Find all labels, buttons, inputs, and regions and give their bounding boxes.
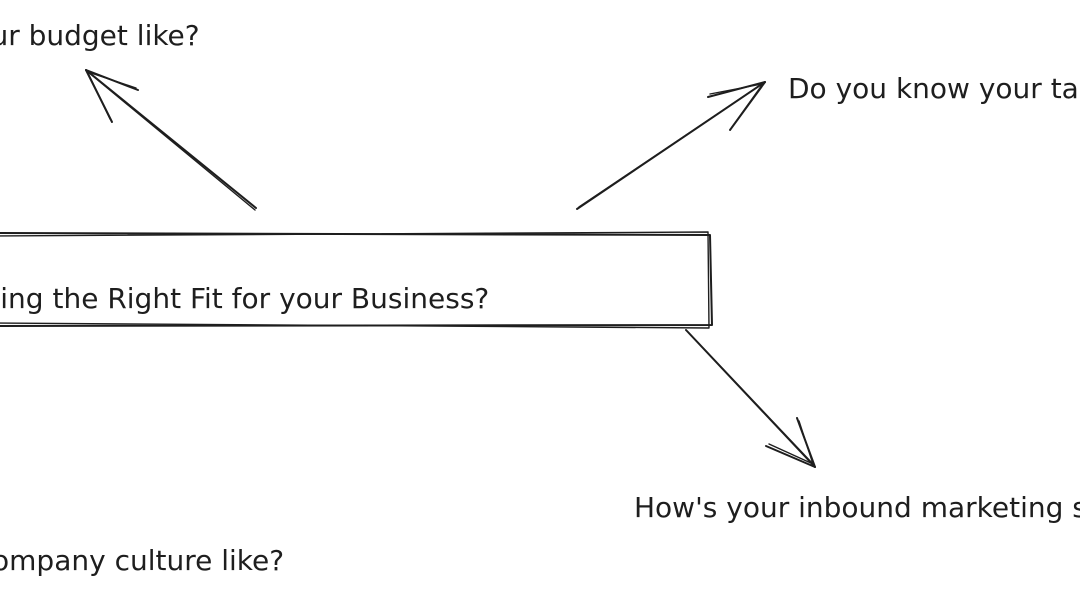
- branch-label-culture: What's your company culture like?: [0, 544, 284, 577]
- branch-label-budget: What's your budget like?: [0, 19, 200, 52]
- center-node-border-sketch: [0, 231, 710, 329]
- arrow-to-target: [576, 81, 766, 210]
- arrow-to-budget: [85, 69, 257, 211]
- center-node-label: Is Outsourcing the Right Fit for your Bu…: [0, 282, 489, 315]
- arrow-to-inbound: [685, 329, 816, 468]
- center-node[interactable]: Is Outsourcing the Right Fit for your Bu…: [0, 231, 713, 329]
- branch-label-inbound: How's your inbound marketing strategy?: [634, 491, 1080, 524]
- branch-label-target: Do you know your target audience?: [788, 72, 1080, 105]
